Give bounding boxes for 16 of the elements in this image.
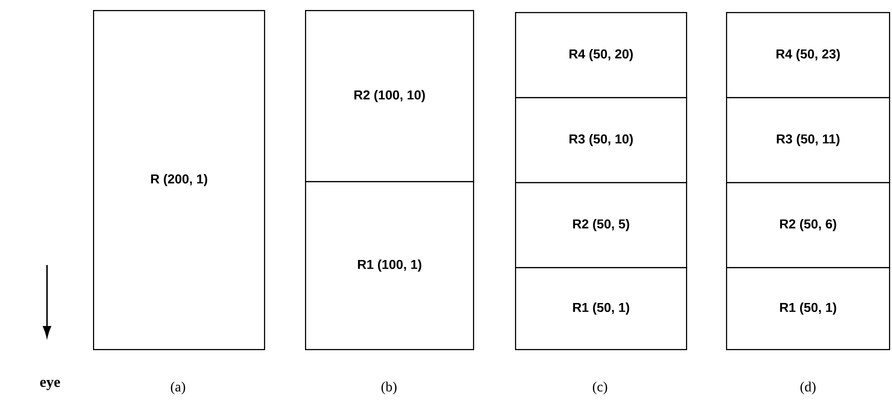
- panel-caption: (c): [592, 382, 608, 394]
- cell-box: R2 (100, 10): [305, 10, 474, 182]
- cell-box: R2 (50, 6): [726, 182, 890, 268]
- panel-caption: (d): [800, 382, 816, 394]
- cell-box: R4 (50, 23): [726, 12, 890, 98]
- cell-box: R4 (50, 20): [515, 12, 688, 98]
- cell-box: R1 (100, 1): [305, 181, 474, 350]
- eye-label: eye: [40, 380, 60, 390]
- cell-box: R3 (50, 11): [726, 97, 890, 184]
- cell-box: R3 (50, 10): [515, 97, 688, 184]
- panel-caption: (a): [170, 382, 186, 394]
- cell-box: R1 (50, 1): [726, 267, 890, 350]
- panel-caption: (b): [381, 382, 397, 394]
- cell-box: R2 (50, 5): [515, 182, 688, 268]
- cell-box: R (200, 1): [93, 10, 266, 350]
- cell-box: R1 (50, 1): [515, 267, 688, 350]
